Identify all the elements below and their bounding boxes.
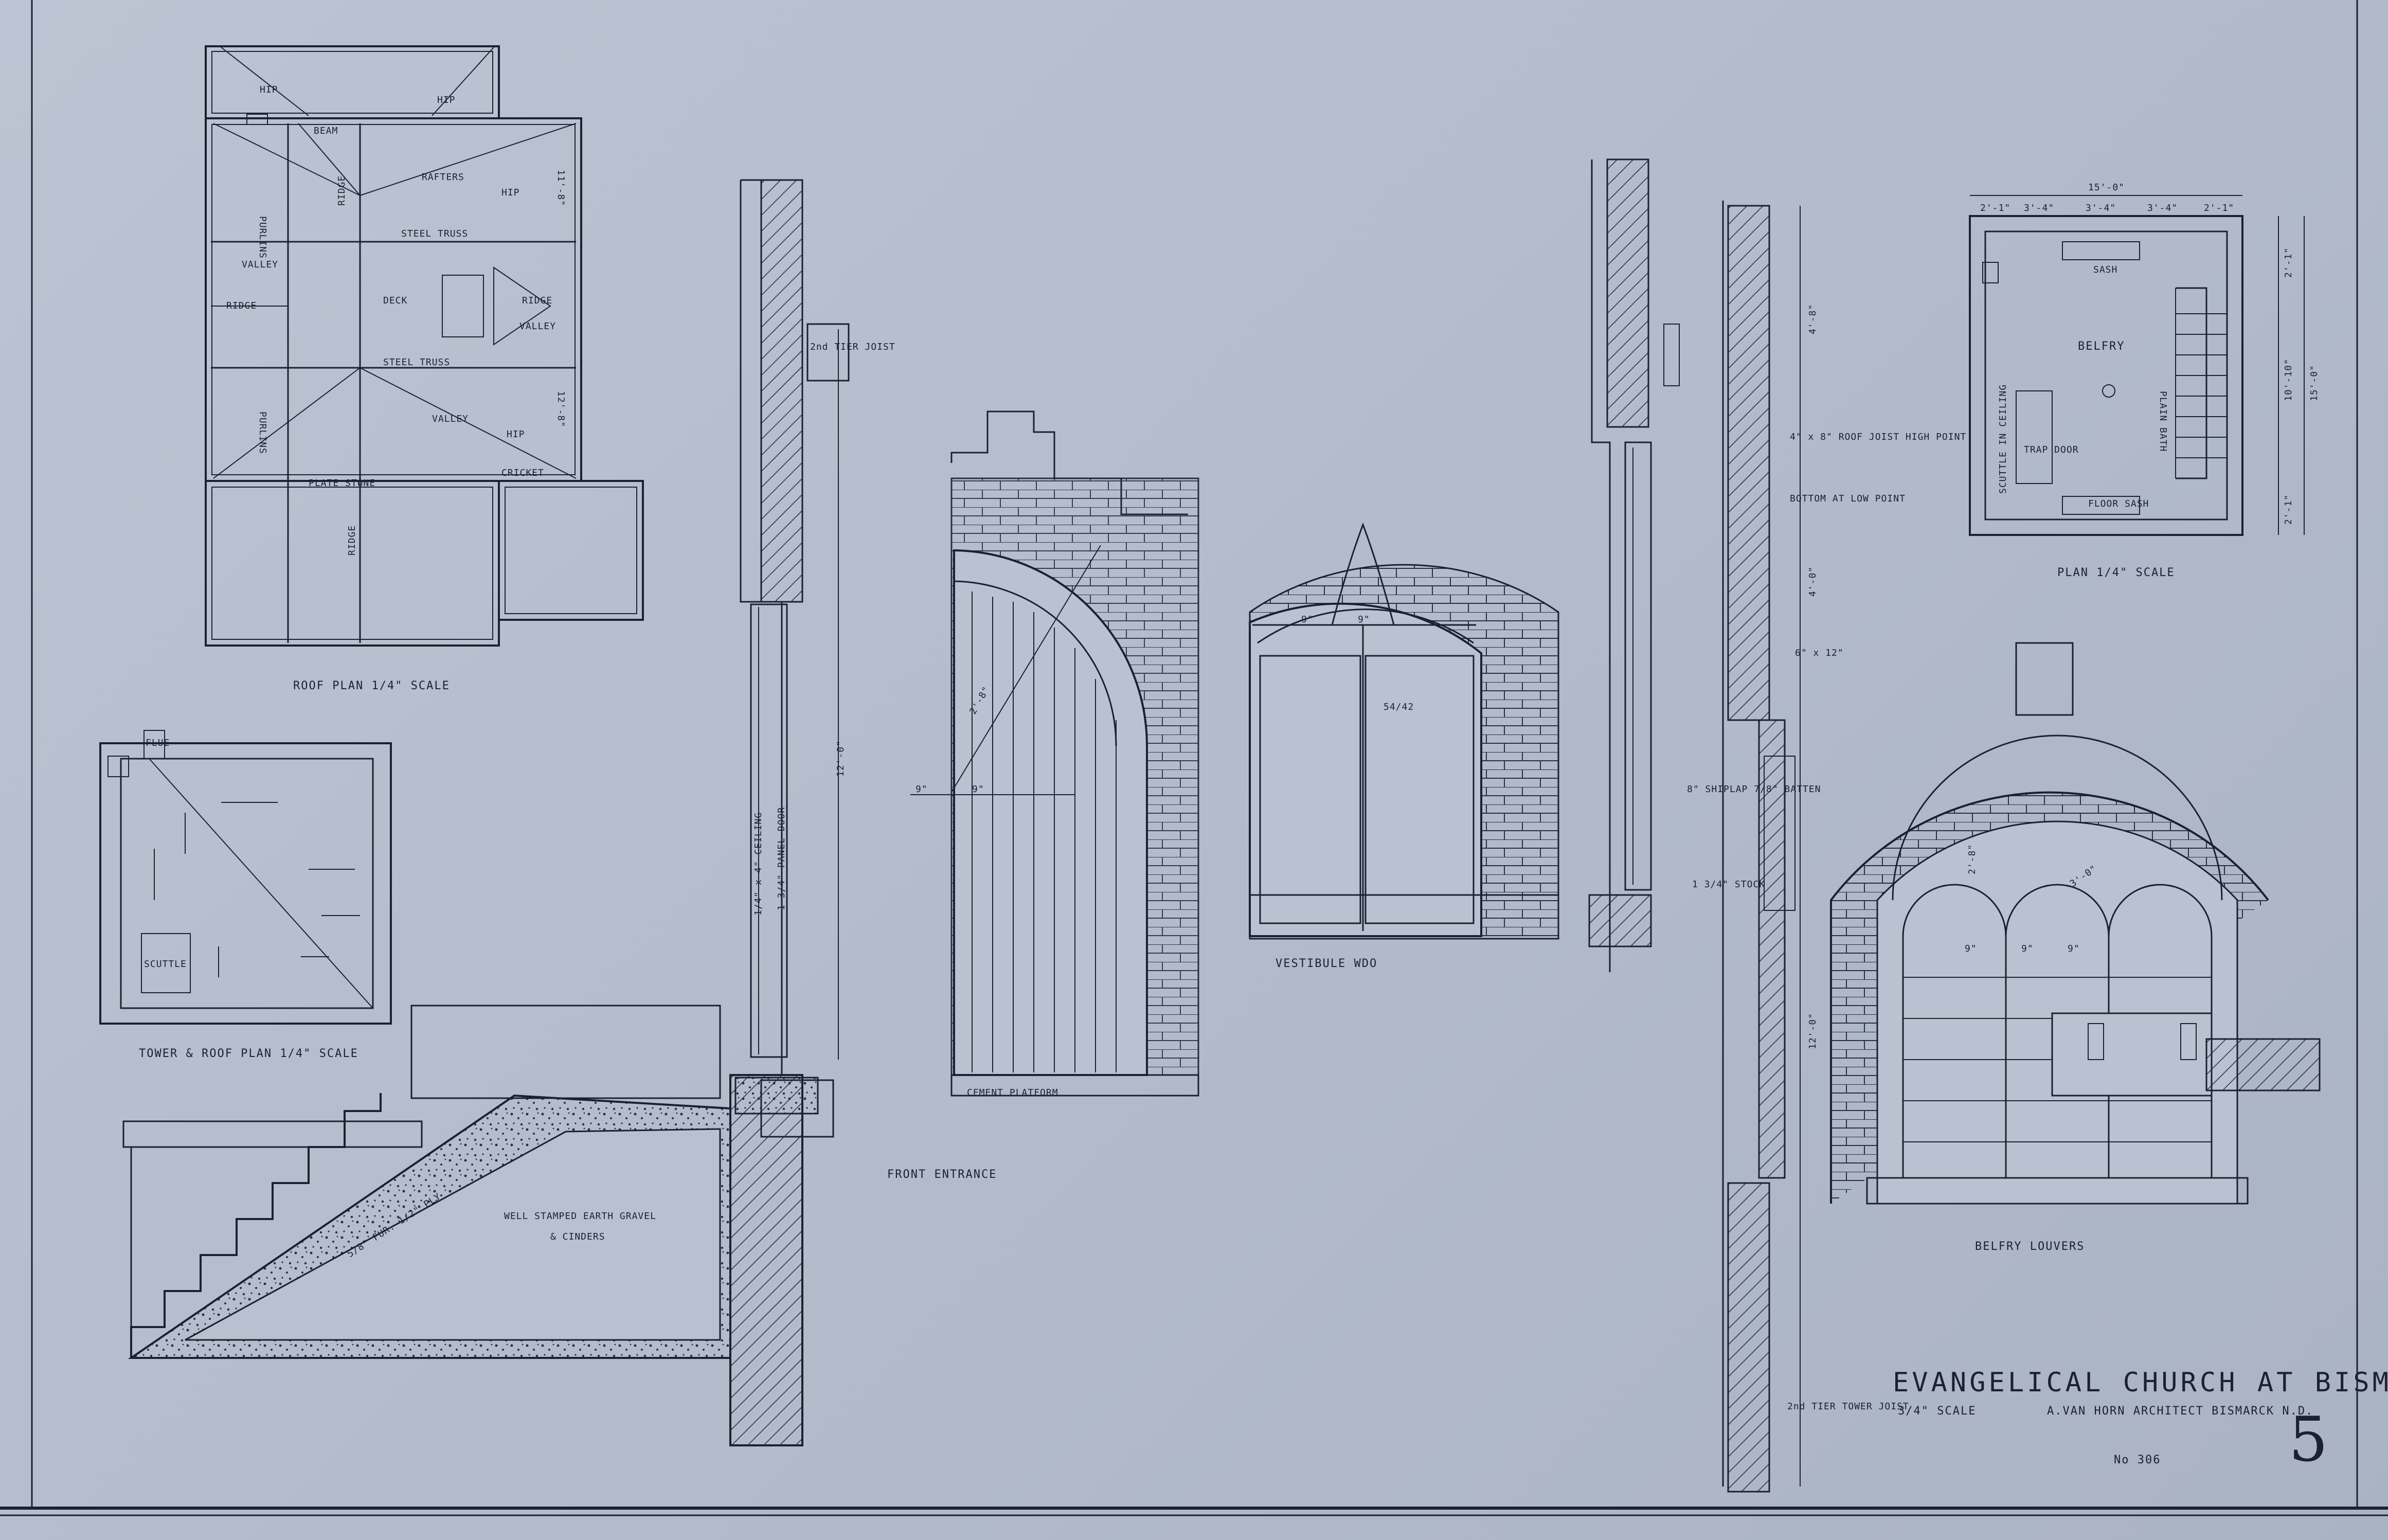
note-flue: FLUE	[146, 738, 170, 748]
title-block: EVANGELICAL CHURCH AT BISMARCK N.D. 3/4"…	[1893, 1367, 2388, 1476]
note-roof-hip-2: HIP	[437, 95, 456, 105]
note-bp-2ft1-b: 2'-1"	[2283, 494, 2294, 525]
caption-vestibule-window: VESTIBULE WDO	[1276, 957, 1377, 970]
note-roof-valley-1: VALLEY	[242, 259, 278, 270]
note-ceiling: 1/4" x 4" CEILING	[753, 812, 764, 916]
note-fe-9in-1: 9"	[915, 784, 928, 795]
note-ts-shiplap: 8" SHIPLAP 7/8" BATTEN	[1687, 784, 1821, 795]
note-bp-15ft-side: 15'-0"	[2309, 365, 2320, 401]
caption-belfry-plan: PLAN 1/4" SCALE	[2057, 566, 2175, 579]
note-ts-6x12: 6" x 12"	[1795, 648, 1844, 658]
note-roof-steel-truss-1: STEEL TRUSS	[401, 228, 468, 239]
front-entrance-elevation	[910, 410, 1199, 1097]
note-bl-9in-2: 9"	[2021, 943, 2034, 954]
belfry-plan-drawing	[1969, 195, 2305, 536]
note-bp-dim-5: 2'-1"	[2204, 203, 2234, 213]
drawing-number: No 306	[2114, 1454, 2161, 1466]
note-bl-2ft8: 2'-8"	[1967, 844, 1978, 874]
stair-section-drawing	[122, 1005, 803, 1446]
caption-roof-plan: ROOF PLAN 1/4" SCALE	[293, 679, 450, 692]
note-roof-steel-truss-2: STEEL TRUSS	[383, 357, 450, 368]
note-roof-ridge-4: RIDGE	[347, 525, 357, 556]
note-ts-tower-joist: 2nd TIER TOWER JOIST	[1787, 1401, 1909, 1412]
note-roof-hip-3: HIP	[501, 187, 520, 198]
tower-roof-plan-drawing	[99, 730, 392, 1025]
note-cement-platform: CEMENT PLATFORM	[967, 1087, 1058, 1098]
note-bp-plain-bath: PLAIN BATH	[2158, 391, 2168, 452]
caption-tower-roof-plan: TOWER & ROOF PLAN 1/4" SCALE	[139, 1047, 358, 1060]
note-roof-ridge-1: RIDGE	[336, 175, 347, 206]
note-roof-beam: BEAM	[314, 126, 338, 136]
note-roof-hip-1: HIP	[260, 84, 278, 95]
note-bp-sash: SASH	[2093, 264, 2117, 275]
note-vw-9in-2: 9"	[1358, 614, 1370, 625]
note-bp-dim-2: 3'-4"	[2024, 203, 2054, 213]
note-roof-deck: DECK	[383, 295, 407, 306]
front-entrance-wall-section	[734, 179, 850, 1138]
note-bp-belfry: BELFRY	[2078, 340, 2125, 353]
project-title: EVANGELICAL CHURCH AT BISMARCK N.D.	[1893, 1367, 2388, 1398]
note-stair-cinders: & CINDERS	[550, 1231, 605, 1242]
note-ts-roof-joist: 4" x 8" ROOF JOIST HIGH POINT	[1790, 432, 1966, 442]
note-roof-dim-1: 11'-8"	[555, 170, 566, 206]
note-bl-9in-1: 9"	[1965, 943, 1977, 954]
note-ts-low-point: BOTTOM AT LOW POINT	[1790, 493, 1906, 504]
note-roof-purlins-2: PURLINS	[257, 411, 268, 454]
note-roof-plate-stone: PLATE STONE	[309, 478, 375, 489]
note-roof-valley-3: VALLEY	[432, 414, 469, 424]
note-roof-ridge-3: RIDGE	[522, 295, 552, 306]
note-fe-9in-2: 9"	[972, 784, 984, 795]
note-bp-scuttle: SCUTTLE IN CEILING	[1998, 384, 2008, 494]
caption-front-entrance: FRONT ENTRANCE	[887, 1168, 997, 1181]
caption-belfry-louvers: BELFRY LOUVERS	[1975, 1240, 2085, 1253]
note-bp-floor-sash: FLOOR SASH	[2088, 498, 2149, 509]
sheet-number: 5	[2289, 1404, 2328, 1476]
note-scuttle: SCUTTLE	[144, 959, 187, 970]
note-bl-9in-3: 9"	[2068, 943, 2080, 954]
note-bp-dim-3: 3'-4"	[2086, 203, 2116, 213]
note-panel-door: 1 3/4" PANEL DOOR	[776, 807, 787, 910]
note-roof-ridge-2: RIDGE	[226, 300, 257, 311]
note-bp-10ft10: 10'-10"	[2283, 359, 2294, 401]
note-bp-2ft1-a: 2'-1"	[2283, 247, 2294, 278]
note-roof-purlins-1: PURLINS	[257, 216, 268, 259]
tower-wall-section-small	[1588, 158, 1680, 972]
note-fe-12ft: 12'-0"	[835, 740, 846, 777]
note-vw-fraction: 54/42	[1384, 702, 1414, 712]
note-ts-4ft0: 4'-0"	[1807, 566, 1818, 597]
note-ts-12ft: 12'-0"	[1807, 1013, 1818, 1049]
note-roof-dim-2: 12'-8"	[555, 391, 566, 427]
note-roof-rafters: RAFTERS	[422, 172, 464, 183]
note-stair-earth: WELL STAMPED EARTH GRAVEL	[504, 1211, 656, 1222]
architect-name: A.VAN HORN ARCHITECT BISMARCK N.D.	[2047, 1405, 2313, 1418]
vestibule-window-drawing	[1249, 522, 1559, 940]
note-ts-stock: 1 3/4" STOCK	[1692, 879, 1765, 890]
note-2nd-tier-joist: 2nd TIER JOIST	[810, 342, 895, 352]
note-ts-4ft8: 4'-8"	[1807, 304, 1818, 334]
note-bp-dim-4: 3'-4"	[2147, 203, 2178, 213]
note-roof-valley-2: VALLEY	[519, 321, 556, 332]
tower-wall-section-large	[1722, 201, 1801, 1493]
note-bp-trap-door: TRAP DOOR	[2024, 444, 2079, 455]
note-roof-cricket: CRICKET	[501, 468, 544, 478]
drawing-scale: 3/4" SCALE	[1898, 1405, 1976, 1418]
note-roof-hip-4: HIP	[507, 429, 525, 440]
note-vw-9in-1: 9"	[1301, 614, 1314, 625]
belfry-louvers-drawing	[1830, 642, 2321, 1205]
note-bp-15ft-top: 15'-0"	[2088, 182, 2125, 193]
note-bp-dim-1: 2'-1"	[1980, 203, 2010, 213]
roof-plan-drawing	[205, 45, 644, 647]
